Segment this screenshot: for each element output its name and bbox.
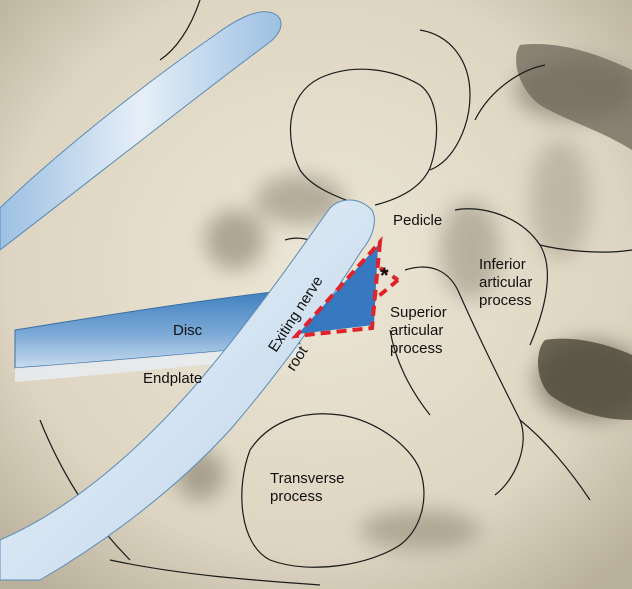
label-disc: Disc: [173, 322, 203, 339]
label-transverse-2: process: [270, 488, 323, 505]
label-endplate: Endplate: [143, 370, 202, 387]
label-superior-2: articular: [390, 322, 443, 339]
label-inferior-2: articular: [479, 274, 532, 291]
label-inferior-1: Inferior: [479, 256, 526, 273]
label-superior-3: process: [390, 340, 443, 357]
label-transverse-1: Transverse: [270, 470, 344, 487]
label-inferior-3: process: [479, 292, 532, 309]
label-pedicle: Pedicle: [393, 212, 442, 229]
asterisk-marker: *: [380, 263, 389, 288]
label-superior-1: Superior: [390, 304, 447, 321]
